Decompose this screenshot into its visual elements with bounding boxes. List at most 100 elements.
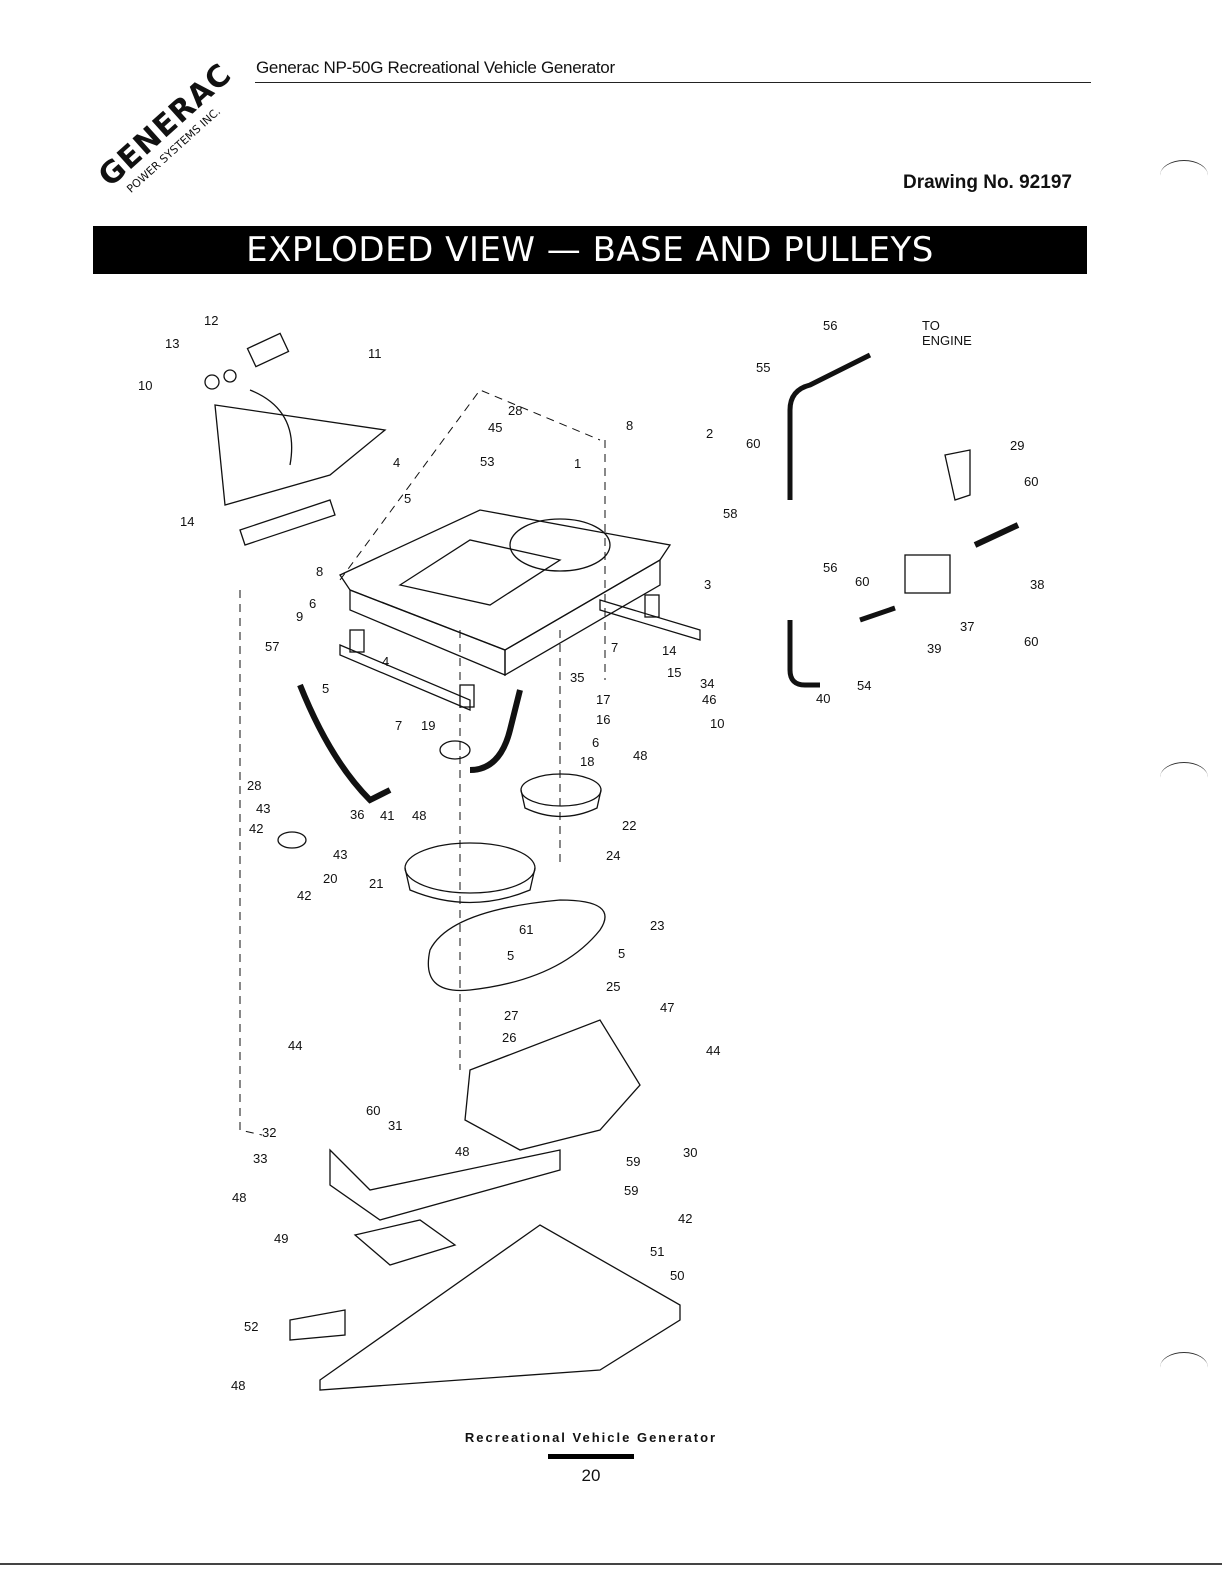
- callout: 54: [857, 678, 871, 693]
- binder-hole-mark: [1160, 160, 1208, 191]
- callout: 14: [662, 643, 676, 658]
- callout: 5: [507, 948, 514, 963]
- frame-panel: [398, 539, 562, 606]
- gasket-19: [439, 740, 471, 760]
- callout: 10: [710, 716, 724, 731]
- callout: 22: [622, 818, 636, 833]
- document-header-title: Generac NP-50G Recreational Vehicle Gene…: [256, 58, 615, 77]
- callout: 45: [488, 420, 502, 435]
- pulley-21: [404, 842, 536, 894]
- callout: 6: [592, 735, 599, 750]
- callout: 28: [247, 778, 261, 793]
- callout: 21: [369, 876, 383, 891]
- callout: 56: [823, 560, 837, 575]
- callout: 60: [746, 436, 760, 451]
- callout: 23: [650, 918, 664, 933]
- callout: 57: [265, 639, 279, 654]
- callout: 10: [138, 378, 152, 393]
- belt-23: [427, 899, 606, 992]
- callout: 5: [618, 946, 625, 961]
- washer-part-2: [223, 369, 237, 383]
- callout: 7: [395, 718, 402, 733]
- callout: 38: [1030, 577, 1044, 592]
- callout: 4: [393, 455, 400, 470]
- callout: 25: [606, 979, 620, 994]
- pulley-22-body: [520, 789, 602, 818]
- callout: 18: [580, 754, 594, 769]
- phantom-line-top: [339, 389, 601, 581]
- callout: 32: [262, 1125, 276, 1140]
- callout: 43: [333, 847, 347, 862]
- callout: 60: [855, 574, 869, 589]
- to-engine-label-2: ENGINE: [922, 333, 972, 348]
- bracket-plate: [214, 404, 387, 506]
- generac-logo: GENERAC POWER SYSTEMS INC.: [100, 60, 239, 196]
- callout: 55: [756, 360, 770, 375]
- callout: 16: [596, 712, 610, 727]
- exploded-view-diagram: TO ENGINE 12 13 10 11 14 28 45 53 1 8 2 …: [138, 313, 1044, 1393]
- callout: 42: [249, 821, 263, 836]
- bracket-strip: [239, 499, 336, 546]
- callout: 8: [316, 564, 323, 579]
- main-frame: [339, 509, 672, 651]
- callout: 30: [683, 1145, 697, 1160]
- callout: 11: [368, 346, 382, 361]
- callout: 19: [421, 718, 435, 733]
- solenoid-37: [904, 554, 951, 594]
- callout: 42: [678, 1211, 692, 1226]
- callout: 60: [366, 1103, 380, 1118]
- logo-text: GENERAC: [100, 60, 239, 194]
- header-rule: [255, 82, 1091, 83]
- callout: 8: [626, 418, 633, 433]
- banner-title: EXPLODED VIEW — BASE AND PULLEYS: [246, 230, 934, 270]
- callout: 40: [816, 691, 830, 706]
- footer-caption: Recreational Vehicle Generator: [464, 1430, 718, 1445]
- to-engine-label-1: TO: [922, 318, 940, 333]
- callout: 31: [388, 1118, 402, 1133]
- main-frame-front: [504, 558, 661, 677]
- callout: 20: [323, 871, 337, 886]
- callout: 41: [380, 808, 394, 823]
- callout: 56: [823, 318, 837, 333]
- callout: 43: [256, 801, 270, 816]
- grille-49: [353, 1219, 457, 1266]
- tube-40: [787, 620, 820, 688]
- callout: 12: [204, 313, 218, 328]
- callout: 17: [596, 692, 610, 707]
- callout: 59: [626, 1154, 640, 1169]
- washer-part: [204, 374, 220, 390]
- callout: 1: [574, 456, 581, 471]
- callout-labels: 12 13 10 11 14 28 45 53 1 8 2 60 55 56 2…: [138, 313, 1044, 1393]
- housing-30: [464, 1019, 641, 1151]
- exhaust-pipe-16: [469, 689, 523, 773]
- callout: 46: [702, 692, 716, 707]
- callout: 47: [660, 1000, 674, 1015]
- binder-hole-mark: [1160, 762, 1208, 793]
- callout: 7: [611, 640, 618, 655]
- callout: 53: [480, 454, 494, 469]
- callout: 15: [667, 665, 681, 680]
- callout: 44: [706, 1043, 720, 1058]
- mount-1: [349, 629, 365, 653]
- callout: 49: [274, 1231, 288, 1246]
- callout: 51: [650, 1244, 664, 1259]
- callout: 48: [633, 748, 647, 763]
- callout: 35: [570, 670, 584, 685]
- phantom-line-left: [239, 590, 263, 1136]
- page-number: 20: [581, 1466, 601, 1485]
- callout: 14: [180, 514, 194, 529]
- bracket-curve: [249, 389, 293, 466]
- callout: 6: [309, 596, 316, 611]
- tube-55: [787, 352, 872, 500]
- fitting-38: [973, 522, 1020, 548]
- callout: 5: [404, 491, 411, 506]
- callout: 39: [927, 641, 941, 656]
- callout: 26: [502, 1030, 516, 1045]
- spring-part: [246, 332, 290, 368]
- callout: 27: [504, 1008, 518, 1023]
- pulley-22: [520, 773, 602, 807]
- side-rail: [339, 644, 471, 711]
- gasket-20: [277, 831, 307, 849]
- callout: 9: [296, 609, 303, 624]
- footer-bar: [548, 1454, 634, 1459]
